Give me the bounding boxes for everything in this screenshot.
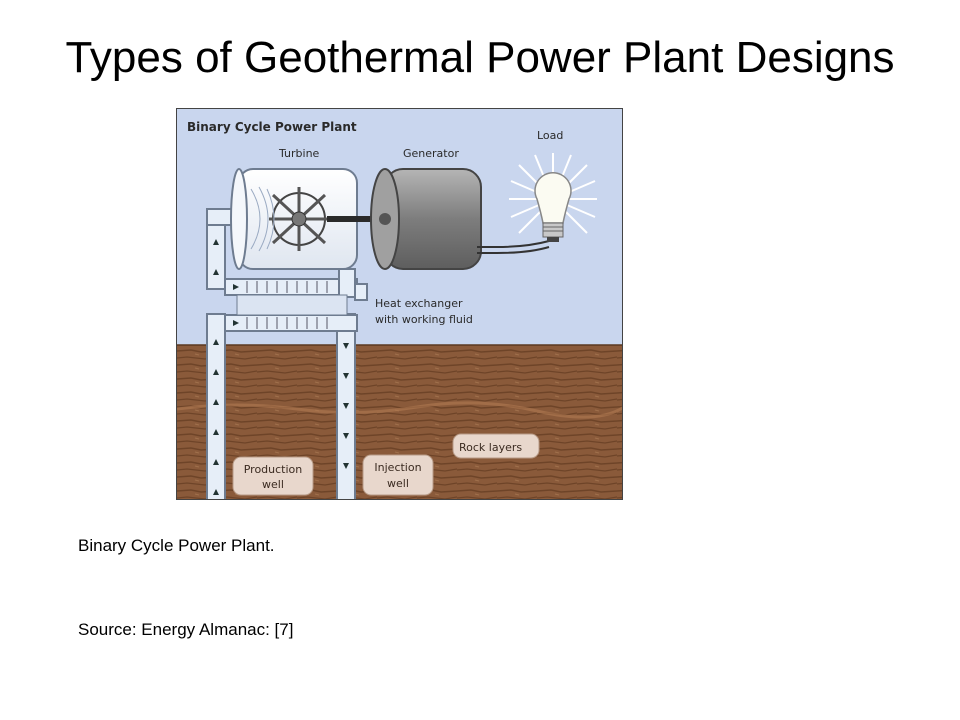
- binary-cycle-diagram: Binary Cycle Power Plant Turbine Generat…: [176, 108, 623, 500]
- shaft: [327, 216, 387, 222]
- load-label: Load: [537, 129, 563, 142]
- heat-exchanger-label-line1: Heat exchanger: [375, 297, 463, 310]
- turbine-label: Turbine: [278, 147, 320, 160]
- figure-caption: Binary Cycle Power Plant.: [78, 536, 275, 555]
- slide-title: Types of Geothermal Power Plant Designs: [65, 33, 895, 82]
- lightbulb-icon: [509, 153, 597, 242]
- flow-markers: [213, 239, 349, 495]
- production-well-label-line1: Production: [244, 463, 303, 476]
- rock-layers-label: Rock layers: [459, 441, 522, 454]
- heat-exchanger-label-line2: with working fluid: [375, 313, 473, 326]
- injection-well-label-line2: well: [387, 477, 409, 490]
- generator: [370, 168, 482, 270]
- rock-layers-box: [452, 433, 540, 459]
- injection-well-box: [362, 454, 434, 496]
- figure-source: Source: Energy Almanac: [7]: [78, 620, 294, 639]
- production-well-label-line2: well: [262, 478, 284, 491]
- injection-well-label-line1: Injection: [374, 461, 421, 474]
- production-well-box: [232, 456, 314, 496]
- generator-label: Generator: [403, 147, 459, 160]
- heat-exchanger: [236, 281, 348, 329]
- diagram-svg: Binary Cycle Power Plant Turbine Generat…: [177, 109, 622, 499]
- turbine: [230, 168, 358, 270]
- diagram-heading: Binary Cycle Power Plant: [187, 120, 357, 134]
